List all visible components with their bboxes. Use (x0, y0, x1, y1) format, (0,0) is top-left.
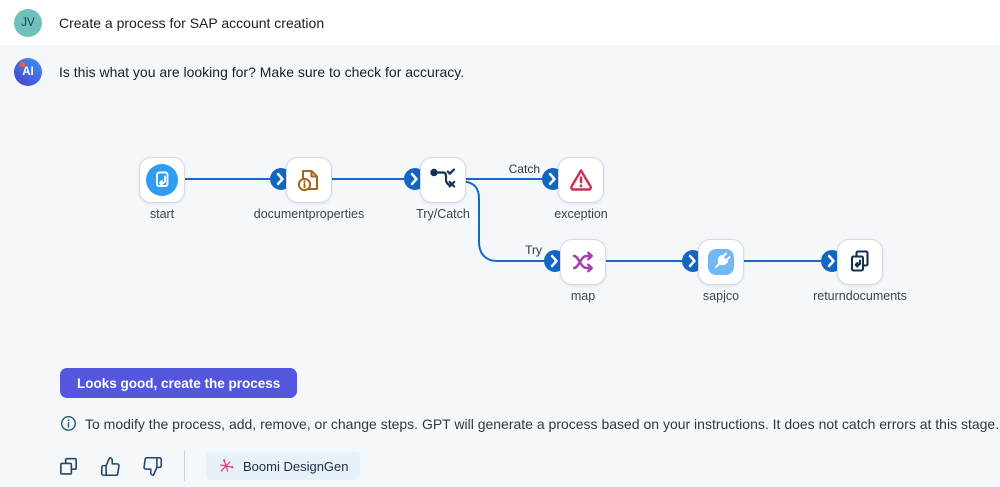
boomi-spark-icon (220, 459, 234, 472)
shuffle-map-icon (572, 251, 593, 273)
boomi-designgen-badge: Boomi DesignGen (206, 452, 360, 480)
document-start-icon (146, 164, 178, 196)
flow-node-documentproperties[interactable]: documentproperties (254, 157, 364, 221)
copy-button[interactable] (58, 456, 79, 477)
user-avatar: JV (14, 8, 42, 37)
confirm-create-process-button[interactable]: Looks good, create the process (60, 368, 298, 398)
user-message-text: Create a process for SAP account creatio… (59, 14, 325, 31)
message-actions-row: Boomi DesignGen (58, 451, 360, 481)
try-catch-icon (430, 168, 456, 188)
footer-divider (184, 451, 185, 481)
thumbs-up-icon (100, 456, 120, 476)
thumbs-down-icon (143, 456, 163, 476)
document-properties-icon (297, 169, 319, 192)
copy-icon (60, 457, 77, 475)
connector-plug-icon (708, 249, 734, 275)
ai-message-row: AI Is this what you are looking for? Mak… (0, 45, 1000, 487)
flow-node-exception[interactable]: exception (554, 157, 608, 221)
ai-message-text: Is this what you are looking for? Make s… (59, 64, 465, 80)
process-flow-canvas: Catch Try start (0, 150, 1000, 320)
flow-node-trycatch[interactable]: Try/Catch (416, 157, 470, 221)
thumbs-down-button[interactable] (142, 456, 163, 477)
warning-triangle-icon (570, 169, 592, 191)
ai-avatar: AI (14, 58, 42, 86)
flow-node-returndocuments[interactable]: returndocuments (813, 239, 907, 303)
edge-label-try: Try (525, 243, 542, 257)
thumbs-up-button[interactable] (100, 456, 121, 477)
flow-node-sapjco[interactable]: sapjco (698, 239, 744, 303)
badge-label: Boomi DesignGen (243, 458, 349, 474)
info-icon (60, 415, 77, 432)
notice-row: To modify the process, add, remove, or c… (60, 415, 999, 432)
return-documents-icon (850, 250, 869, 272)
edge-label-catch: Catch (508, 162, 540, 176)
user-message-row: JV Create a process for SAP account crea… (0, 0, 1000, 45)
notice-text: To modify the process, add, remove, or c… (85, 415, 1000, 432)
flow-node-start[interactable]: start (139, 157, 185, 221)
flow-node-map[interactable]: map (560, 239, 606, 303)
